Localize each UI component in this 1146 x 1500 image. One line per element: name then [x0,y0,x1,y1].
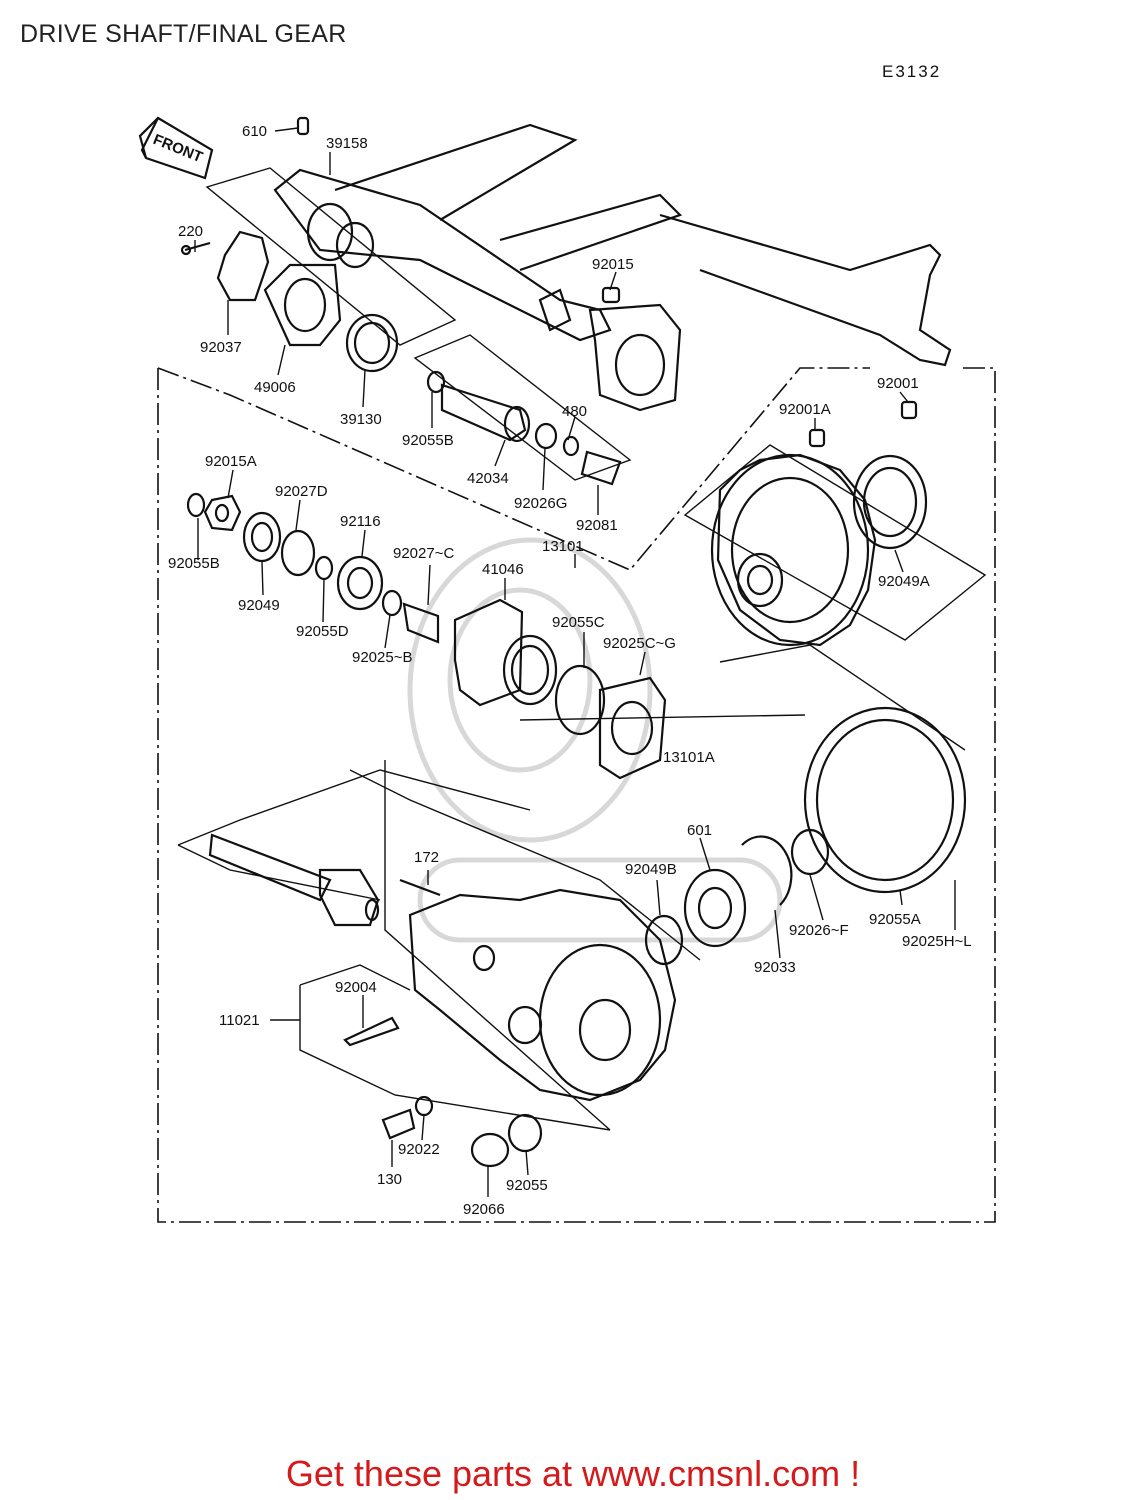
leader-lines [194,127,956,1197]
label-92025HL: 92025H~L [902,933,972,950]
label-92049A: 92049A [878,573,930,590]
label-41046: 41046 [482,561,524,578]
upper-small-parts [180,116,622,486]
label-92001A: 92001A [779,401,831,418]
label-92015A: 92015A [205,453,257,470]
pinion-shaft [208,833,441,927]
final-gear-cover [644,706,967,966]
label-92027D: 92027D [275,483,328,500]
label-92004: 92004 [335,979,377,996]
label-92022: 92022 [398,1141,440,1158]
label-92025CG: 92025C~G [603,635,676,652]
label-92049: 92049 [238,597,280,614]
front-arrow-label: FRONT [151,131,205,166]
label-42034: 42034 [467,470,509,487]
label-92001: 92001 [877,375,919,392]
label-92049B: 92049B [625,861,677,878]
footer-link[interactable]: Get these parts at www.cmsnl.com ! [285,1453,861,1494]
diagram-code: E3132 [882,62,942,81]
label-92116: 92116 [340,513,381,530]
label-92026F: 92026~F [789,922,849,939]
label-601: 601 [687,822,712,839]
part-labels: 610 39158 220 92015 92037 49006 39130 92… [168,123,972,1218]
label-92025B: 92025~B [352,649,412,666]
gear-case [343,888,677,1168]
swing-arm [273,123,952,412]
label-92015: 92015 [592,256,634,273]
label-480: 480 [562,403,587,420]
label-13101: 13101 [542,538,584,555]
label-49006: 49006 [254,379,296,396]
label-172: 172 [414,849,439,866]
ring-gear [710,400,928,647]
watermark-logo [407,537,783,943]
label-92037: 92037 [200,339,242,356]
bearing-stack [186,492,667,780]
label-13101A: 13101A [663,749,715,766]
assembly-outlines [157,167,996,1223]
front-arrow-icon: FRONT [138,116,214,180]
label-92033: 92033 [754,959,796,976]
exploded-parts-diagram: FRONT [138,116,996,1223]
label-92055D: 92055D [296,623,349,640]
label-220: 220 [178,223,203,240]
label-92081: 92081 [576,517,618,534]
label-92026G: 92026G [514,495,567,512]
label-92055B-upper: 92055B [402,432,454,449]
label-92055A: 92055A [869,911,921,928]
label-130: 130 [377,1171,402,1188]
label-92055C: 92055C [552,614,605,631]
label-610: 610 [242,123,267,140]
label-39130: 39130 [340,411,382,428]
page-title: DRIVE SHAFT/FINAL GEAR [20,20,347,48]
label-92027C: 92027~C [393,545,454,562]
label-11021: 11021 [219,1012,260,1029]
label-92055: 92055 [506,1177,548,1194]
label-39158: 39158 [326,135,368,152]
label-92055B-lower: 92055B [168,555,220,572]
label-92066: 92066 [463,1201,505,1218]
